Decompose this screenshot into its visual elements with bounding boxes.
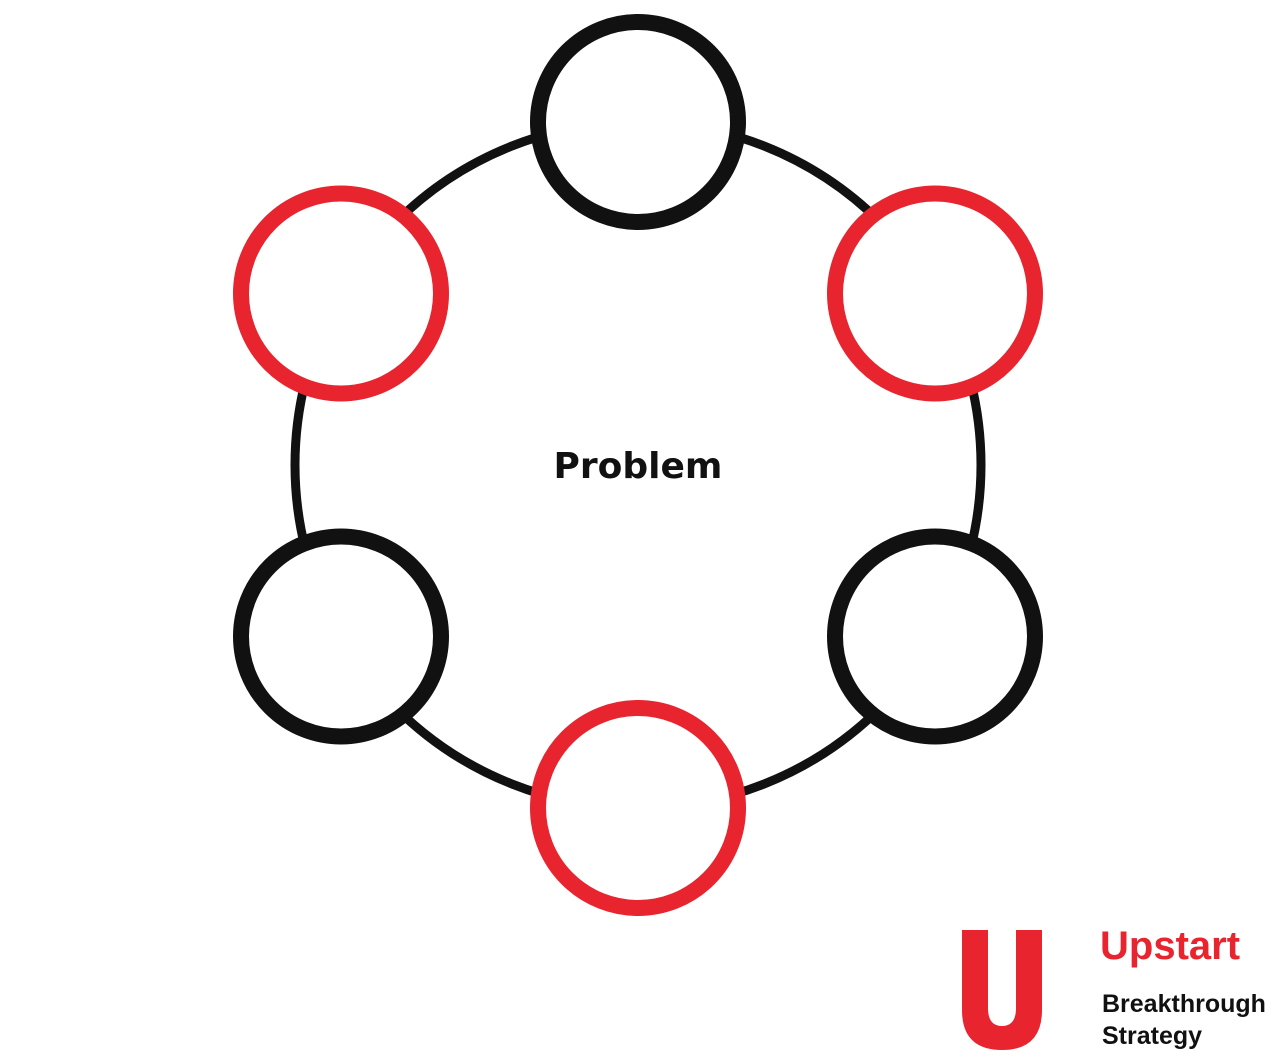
- node-lower-right: [827, 528, 1043, 745]
- logo-tagline-line-2: Strategy: [1102, 1022, 1203, 1050]
- logo-tagline: Breakthrough Strategy: [1102, 988, 1266, 1052]
- u-letter-icon: [962, 930, 1042, 1050]
- u-letter-shape: [962, 930, 1042, 1050]
- node-bottom: [530, 700, 746, 916]
- center-label: Problem: [554, 446, 723, 487]
- node-upper-right: [827, 185, 1043, 402]
- logo-name: Upstart: [1100, 924, 1241, 968]
- node-group: [233, 14, 1043, 916]
- node-upper-left: [233, 185, 449, 402]
- logo-tagline-line-1: Breakthrough: [1102, 990, 1266, 1018]
- node-lower-left: [233, 528, 449, 745]
- node-top: [530, 14, 746, 230]
